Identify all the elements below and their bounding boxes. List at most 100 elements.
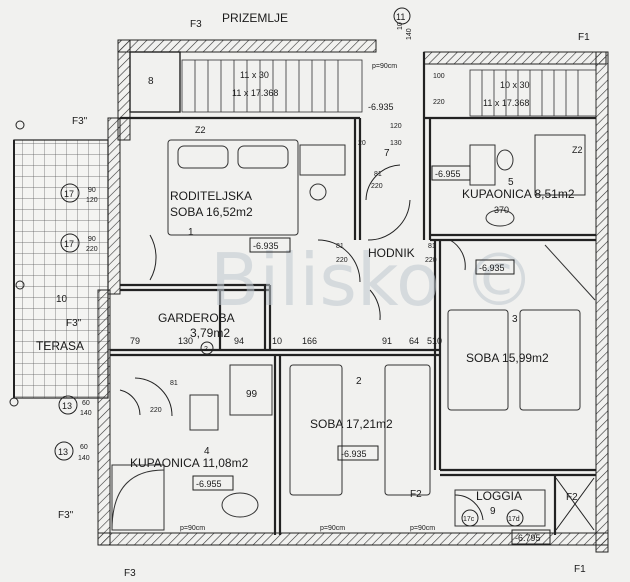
doors — [119, 164, 484, 521]
level-box-9 — [511, 529, 551, 545]
room-7-number: 7 — [384, 148, 390, 159]
grid-f3-bottom: F3 — [124, 568, 136, 579]
room-hodnik-name: HODNIK — [368, 246, 415, 260]
interior-walls — [110, 52, 596, 535]
room-9-level: -6.795 — [515, 533, 541, 543]
window-p90-top: p=90cm — [372, 63, 397, 70]
dim-64: 64 — [409, 336, 419, 346]
bed-1 — [167, 139, 299, 236]
window-p90-bottom-2: p=90cm — [320, 525, 345, 532]
room-roditeljska-label: SOBA 16,52m2 — [170, 205, 253, 219]
loggia-mark-b — [506, 509, 524, 527]
room-1-level: -6.935 — [253, 241, 279, 251]
room-4-level: -6.955 — [196, 479, 222, 489]
terrace — [13, 139, 109, 399]
grid-f1-bottom: F1 — [574, 564, 586, 575]
stair-left-line1: 11 x 30 — [240, 70, 269, 80]
dim-166: 166 — [302, 336, 317, 346]
win-13-a-bubble — [58, 395, 78, 415]
room-5-level: -6.955 — [435, 169, 461, 179]
room-soba-2-label: SOBA 17,21m2 — [310, 417, 393, 431]
top-dim-140: 140 — [406, 28, 413, 40]
win-17-top-mark: 17 — [64, 189, 74, 199]
grid-f3-left-top: F3" — [72, 116, 88, 127]
corner-marker-2 — [15, 280, 25, 290]
room-soba-3-label: SOBA 15,99m2 — [466, 351, 549, 365]
room-7-level: -6.935 — [479, 263, 505, 273]
room-4-dim: 99 — [246, 389, 258, 400]
dim-130b: 130 — [390, 140, 402, 147]
door-top-100: 100 — [433, 73, 445, 80]
bath-fixture — [469, 144, 496, 186]
stair-8-number: 8 — [148, 76, 154, 87]
room-garderoba-area: 3,79m2 — [190, 326, 230, 340]
bed-2b — [384, 364, 431, 496]
sofa-3 — [447, 309, 509, 411]
door-hodnik-right-81: 81 — [428, 243, 436, 250]
outer-walls — [97, 39, 609, 553]
door-120: 120 — [390, 123, 402, 130]
room-2-level: -6.935 — [341, 449, 367, 459]
room-5-dim: 370 — [494, 205, 509, 215]
furniture — [111, 134, 596, 531]
win-17-bottom-a: 90 — [88, 236, 96, 243]
room-5-number: 5 — [508, 177, 514, 188]
room-roditeljska-name: RODITELJSKA — [170, 189, 252, 203]
grid-f3-left-mid: F3" — [66, 318, 82, 329]
room-9-number: 9 — [490, 506, 496, 517]
stair-level: -6.935 — [368, 102, 394, 112]
grid-f2-right: F2 — [566, 492, 578, 503]
stair-left-line2: 11 x 17.368 — [232, 88, 278, 98]
shower-bottom — [229, 364, 273, 416]
corner-marker-3 — [9, 397, 19, 407]
level-box-4 — [192, 475, 234, 491]
room-loggia-label: LOGGIA — [476, 489, 522, 503]
level-box-2 — [337, 445, 379, 461]
win-17-bottom-mark: 17 — [64, 239, 74, 249]
loggia-table — [454, 489, 546, 527]
wardrobe-1 — [299, 144, 346, 176]
corner-marker-1 — [15, 120, 25, 130]
room-1-number: 1 — [188, 227, 194, 238]
dim-220: 220 — [150, 407, 162, 414]
win-13-a-a: 60 — [82, 400, 90, 407]
axis-label-11: 11 — [396, 12, 405, 22]
window-p90-bottom-3: p=90cm — [410, 525, 435, 532]
dim-10: 10 — [272, 336, 282, 346]
corner-tub — [111, 464, 165, 531]
window-p90-bottom-1: p=90cm — [180, 525, 205, 532]
bed-2a — [289, 364, 343, 496]
dim-91: 91 — [382, 336, 392, 346]
garderoba-marker — [200, 341, 214, 355]
win-17-top-b: 120 — [86, 197, 98, 204]
room-garderoba-number: 2 — [204, 346, 208, 353]
stair-right — [469, 69, 597, 117]
room-3-number: 3 — [512, 314, 518, 325]
grid-label-top: F3 — [190, 19, 202, 30]
dim-81: 81 — [170, 380, 178, 387]
zone-z2-left: Z2 — [195, 125, 206, 135]
grid-f2-mid: F2 — [410, 489, 422, 500]
room-4-number: 4 — [204, 446, 210, 457]
win-17-top-a: 90 — [88, 187, 96, 194]
room-terasa-label: TERASA — [36, 339, 84, 353]
floor-title: PRIZEMLJE — [222, 11, 288, 25]
shower-top — [534, 134, 586, 196]
stair-right-line2: 11 x 17.368 — [483, 98, 529, 108]
room-2-number: 2 — [356, 376, 362, 387]
level-box-5 — [431, 165, 471, 181]
win-13-b-bubble — [54, 441, 74, 461]
stair-right-line1: 10 x 30 — [500, 80, 530, 90]
dim-94: 94 — [234, 336, 244, 346]
room-kupaonica-top-name: KUPAONICA 8,51m2 — [462, 187, 575, 201]
win-13-a-b: 140 — [80, 410, 92, 417]
win-13-b-a: 60 — [80, 444, 88, 451]
win-13-b-b: 140 — [78, 455, 90, 462]
door-top-220: 220 — [433, 99, 445, 106]
door-hodnik-left-81: 81 — [336, 243, 344, 250]
door-hodnik-left-220: 220 — [336, 257, 348, 264]
room-garderoba-name: GARDEROBA — [158, 311, 235, 325]
door-kup-220: 220 — [371, 183, 383, 190]
sink-bottom — [221, 492, 259, 518]
win-13-a-mark: 13 — [62, 401, 72, 411]
